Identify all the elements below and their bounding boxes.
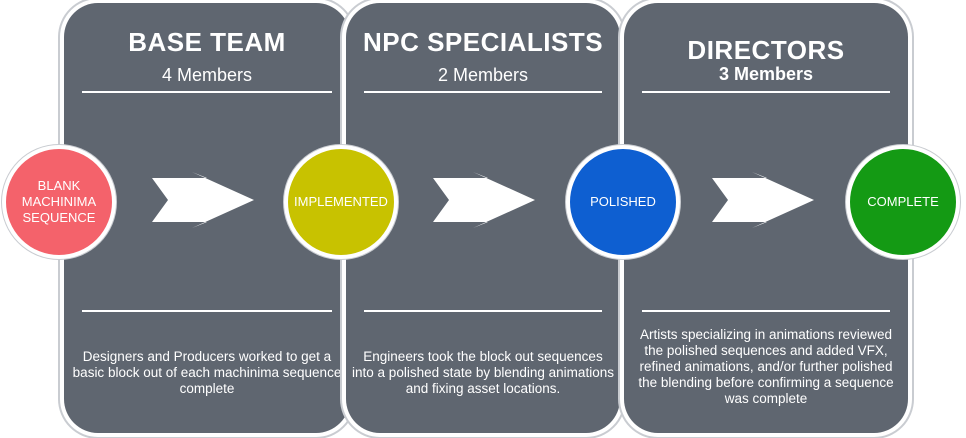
stage-members: 3 Members <box>718 64 814 84</box>
node-polished: POLISHED <box>566 145 680 259</box>
divider <box>82 310 332 312</box>
divider <box>642 310 890 312</box>
divider <box>364 310 602 312</box>
stage-title: NPC SPECIALISTS <box>362 27 604 57</box>
node-label: IMPLEMENTED <box>294 194 388 209</box>
stage-members: 4 Members <box>161 65 253 85</box>
stage-title: BASE TEAM <box>128 27 286 57</box>
node-blank-machinima-sequence: BLANK MACHINIMA SEQUENCE <box>2 145 116 259</box>
stage-description: Engineers took the block out sequences i… <box>352 349 614 396</box>
stage-title: DIRECTORS <box>687 35 845 65</box>
node-label: POLISHED <box>590 194 656 209</box>
stage-members: 2 Members <box>437 65 529 85</box>
stage-description: Designers and Producers worked to get a … <box>72 349 342 396</box>
stage-description: Artists specializing in animations revie… <box>638 327 894 406</box>
node-implemented: IMPLEMENTED <box>284 145 398 259</box>
right-arrow-icon <box>433 172 535 228</box>
node-label: BLANK MACHINIMA SEQUENCE <box>21 178 97 225</box>
node-label: COMPLETE <box>867 194 939 209</box>
right-arrow-icon <box>152 172 254 228</box>
right-arrow-icon <box>712 172 814 228</box>
node-complete: COMPLETE <box>846 145 960 259</box>
divider <box>364 91 602 93</box>
divider <box>82 91 332 93</box>
divider <box>642 91 890 93</box>
